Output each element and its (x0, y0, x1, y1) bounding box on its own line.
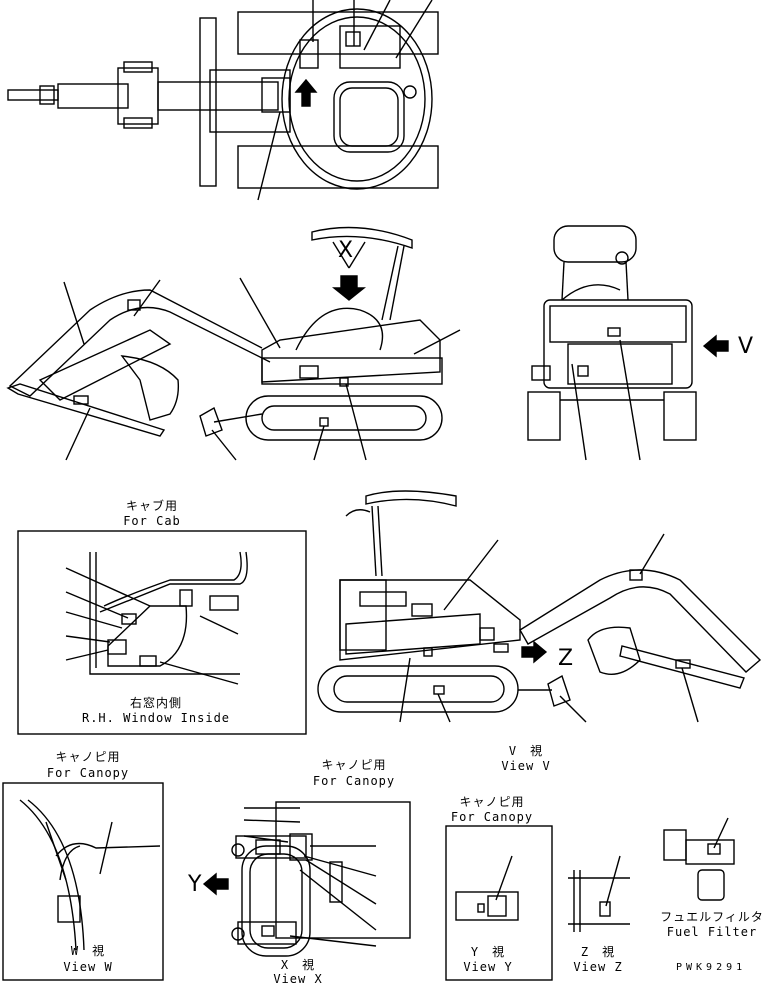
canopy-x-label-jp: キャノピ用 (321, 758, 387, 772)
view-y-label-jp: Y 視 (470, 945, 506, 959)
right-side-view (317, 490, 762, 723)
view-y-label-en: View Y (463, 960, 513, 974)
view-z-label-en: View Z (573, 960, 623, 974)
canopy-x-label-en: For Canopy (312, 774, 396, 788)
canopy-y-label-en: For Canopy (450, 810, 534, 824)
canopy-y-label-jp: キャノピ用 (459, 795, 525, 809)
fuel-filter-diagram (663, 817, 735, 901)
view-y-box (445, 825, 553, 981)
view-x-marker: X (338, 238, 354, 263)
view-x-diagram (202, 801, 411, 957)
view-x-label-jp: X 視 (280, 958, 316, 972)
cab-label-jp: キャブ用 (125, 499, 179, 513)
canopy-w-label-en: For Canopy (46, 766, 130, 780)
for-cab-box (17, 530, 307, 735)
view-v-marker: V (738, 334, 754, 359)
view-v-label-en: View V (501, 759, 551, 773)
view-z-diagram (568, 855, 630, 932)
fuel-filter-label-en: Fuel Filter (666, 925, 758, 939)
rh-window-label-en: R.H. Window Inside (81, 711, 231, 725)
drawing-code: PWK9291 (676, 962, 747, 973)
canopy-w-label-jp: キャノピ用 (55, 750, 121, 764)
rh-window-label-jp: 右窓内側 (129, 696, 183, 710)
view-w-label-en: View W (63, 960, 113, 974)
view-z-marker: Z (558, 646, 574, 671)
view-y-marker: Y (188, 872, 202, 897)
view-z-label-jp: Z 視 (580, 945, 616, 959)
cab-label-en: For Cab (123, 514, 181, 528)
view-x-label-en: View X (273, 972, 323, 986)
fuel-filter-label-jp: フュエルフィルタ (660, 910, 763, 924)
view-w-box (2, 782, 164, 981)
left-side-view (6, 226, 461, 461)
rear-view (527, 225, 729, 461)
top-view (7, 0, 439, 201)
view-v-label-jp: V 視 (508, 744, 544, 758)
view-w-label-jp: W 視 (70, 944, 106, 958)
